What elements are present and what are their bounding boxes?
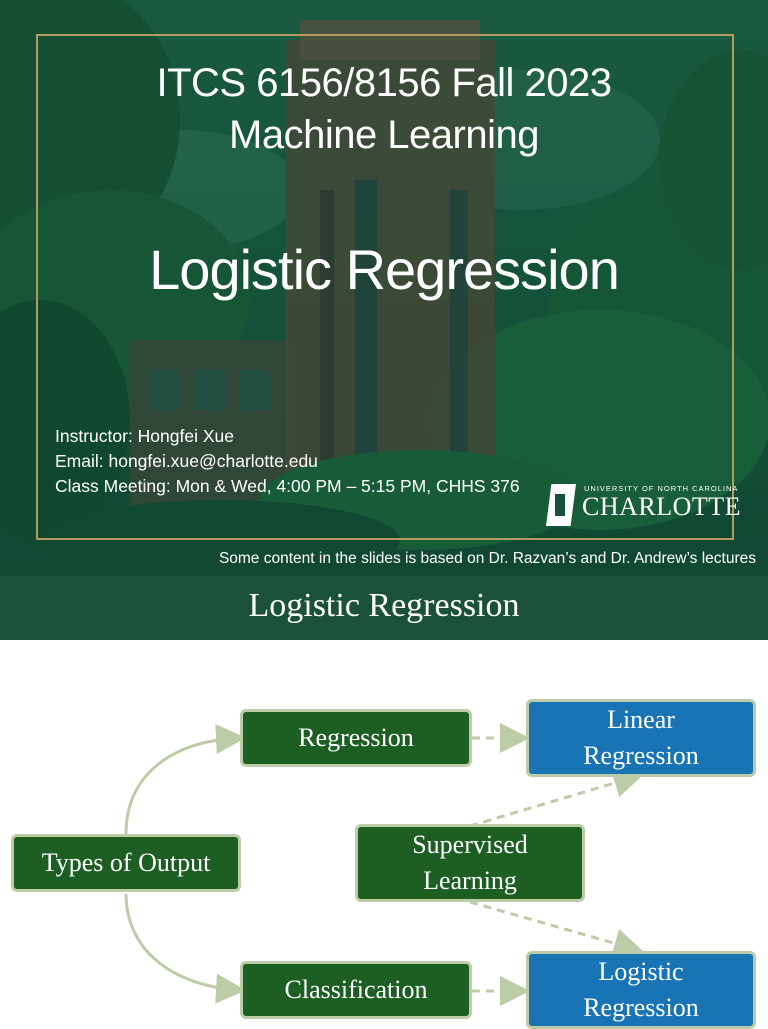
node-linear-regression: Linear Regression	[526, 699, 756, 777]
crown-mark-icon	[546, 484, 576, 526]
node-regression: Regression	[240, 709, 472, 767]
node-types-of-output: Types of Output	[11, 834, 241, 892]
gold-frame	[36, 34, 734, 540]
connector-to-classification	[124, 893, 246, 1004]
concept-diagram-connectors	[124, 723, 644, 1006]
campus-background-image	[0, 0, 768, 576]
course-subtitle: Machine Learning	[229, 113, 540, 157]
unc-charlotte-logo: UNIVERSITY OF NORTH CAROLINA CHARLOTTE	[546, 482, 741, 528]
instructor-text: Instructor: Hongfei Xue	[55, 426, 234, 446]
dashed-supervised-to-linear	[469, 768, 644, 828]
node-logistic-line1: Logistic	[598, 957, 684, 986]
node-supervised-line2: Learning	[423, 866, 517, 895]
node-logistic-regression: Logistic Regression	[526, 951, 756, 1029]
logo-university-line: UNIVERSITY OF NORTH CAROLINA	[584, 484, 739, 493]
logo-name: CHARLOTTE	[582, 492, 742, 521]
node-supervised-line1: Supervised	[412, 830, 528, 859]
title-slide: ITCS 6156/8156 Fall 2023 Machine Learnin…	[0, 0, 768, 576]
node-types-of-output-label: Types of Output	[41, 848, 211, 877]
course-title: ITCS 6156/8156 Fall 2023	[156, 61, 612, 105]
slide-title: Logistic Regression	[248, 587, 520, 624]
node-logistic-line2: Regression	[583, 993, 699, 1022]
email-text: Email: hongfei.xue@charlotte.edu	[55, 451, 318, 471]
node-linear-line1: Linear	[607, 705, 675, 734]
slide-header-bar: Logistic Regression	[0, 576, 768, 640]
connector-to-regression	[124, 724, 246, 835]
node-classification-label: Classification	[284, 975, 428, 1004]
content-credit: Some content in the slides is based on D…	[218, 550, 756, 567]
content-slide: Logistic Regression Types of Output Regr…	[0, 576, 768, 1029]
dashed-supervised-to-logistic	[469, 900, 644, 958]
node-regression-label: Regression	[298, 723, 414, 752]
node-linear-line2: Regression	[583, 741, 699, 770]
lecture-title: Logistic Regression	[149, 238, 620, 301]
node-supervised-learning: Supervised Learning	[355, 824, 585, 902]
class-meeting-text: Class Meeting: Mon & Wed, 4:00 PM – 5:15…	[55, 476, 520, 496]
node-classification: Classification	[240, 961, 472, 1019]
